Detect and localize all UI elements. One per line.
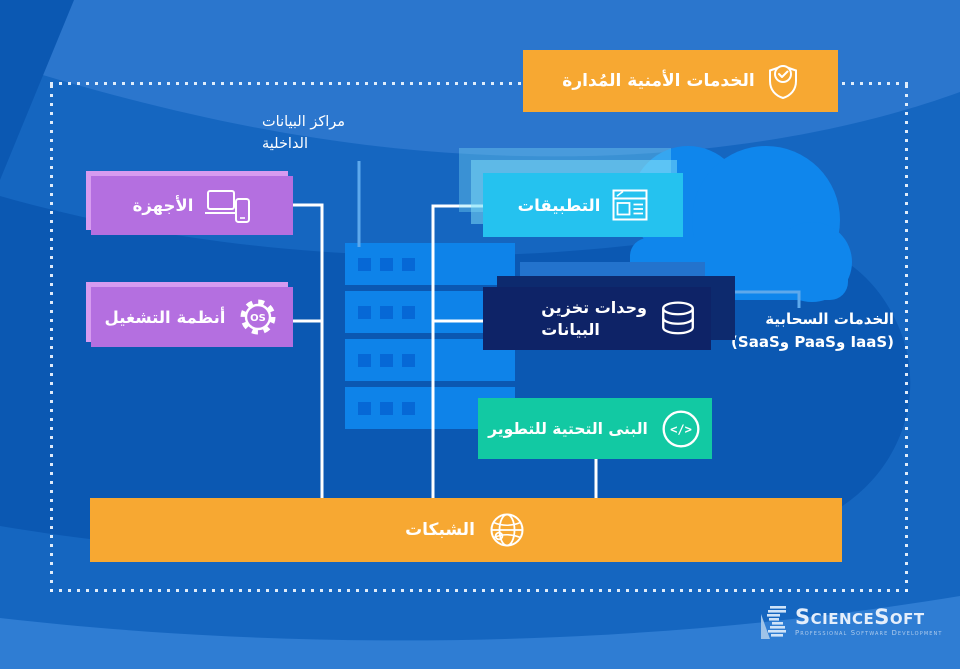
os-gear-icon: OS: [240, 299, 276, 335]
server-led: [402, 305, 415, 319]
devices-node: الأجهزة: [91, 176, 293, 235]
managed-security-header: الخدمات الأمنية المُدارة: [523, 50, 838, 112]
server-led: [402, 353, 415, 367]
data-storage-label: وحدات تخزين البيانات: [541, 297, 647, 340]
globe-icon: [490, 513, 524, 547]
server-led: [358, 257, 371, 271]
database-icon: [662, 300, 694, 334]
operating-systems-node: أنظمة التشغيل OS: [91, 287, 293, 347]
sciencesoft-logo: ScienceSoft Professional Software Develo…: [758, 604, 942, 640]
server-led: [380, 257, 393, 271]
data-storage-line2: البيانات: [541, 319, 600, 339]
shield-check-icon: [768, 64, 797, 100]
cloud-services-line1: الخدمات السحابية: [765, 310, 894, 328]
server-led: [380, 353, 393, 367]
internal-datacenter-line2: الداخلية: [262, 135, 308, 152]
server-led: [402, 257, 415, 271]
browser-icon: [612, 189, 648, 221]
server-led: [380, 401, 393, 415]
code-glyph-text: </>: [670, 422, 692, 436]
internal-datacenter-label: مراكز البيانات الداخلية: [262, 112, 394, 156]
devices-icon: [205, 189, 251, 223]
logo-mark-icon: [761, 606, 786, 639]
networks-label: الشبكات: [405, 520, 475, 540]
server-led: [358, 305, 371, 319]
networks-bar: الشبكات: [90, 498, 842, 562]
data-storage-node: وحدات تخزين البيانات: [483, 287, 711, 350]
operating-systems-label: أنظمة التشغيل: [104, 307, 226, 327]
server-led: [402, 401, 415, 415]
brand-tagline: Professional Software Development: [795, 629, 943, 638]
os-badge-text: OS: [251, 313, 267, 324]
server-led: [358, 353, 371, 367]
devices-label: الأجهزة: [132, 196, 194, 215]
applications-label: التطبيقات: [517, 195, 601, 215]
server-led: [380, 305, 393, 319]
server-unit: [345, 243, 515, 285]
cloud-services-line2: (IaaS وPaaS وSaaS): [731, 333, 894, 352]
code-icon: </>: [662, 410, 700, 447]
managed-security-label: الخدمات الأمنية المُدارة: [562, 71, 755, 91]
dev-infrastructure-label: البنى التحتية للتطوير: [488, 419, 648, 438]
data-storage-line1: وحدات تخزين: [541, 297, 647, 317]
cloud-services-label: الخدمات السحابية (IaaS وPaaS وSaaS): [698, 308, 894, 355]
server-led: [358, 401, 371, 415]
internal-datacenter-line1: مراكز البيانات: [262, 114, 346, 130]
brand-name: ScienceSoft: [795, 605, 925, 630]
applications-node: التطبيقات: [483, 173, 683, 237]
dev-infrastructure-node: البنى التحتية للتطوير </>: [478, 398, 712, 459]
